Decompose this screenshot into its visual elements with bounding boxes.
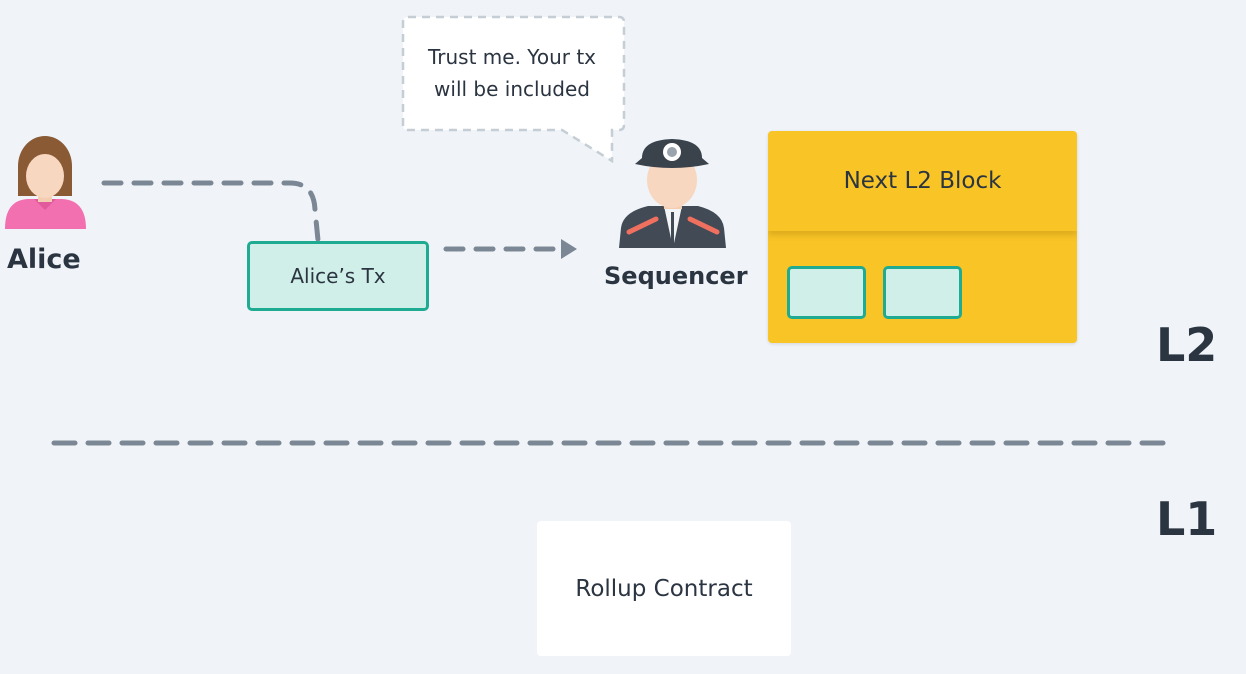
sequencer-officer-icon [619, 139, 726, 248]
block-tx-slot [883, 266, 962, 319]
sequencer-label: Sequencer [604, 262, 748, 290]
alice-label: Alice [7, 244, 81, 275]
l2-block-header: Next L2 Block [768, 131, 1077, 231]
speech-line-2: will be included [434, 77, 590, 101]
speech-bubble-outline [401, 15, 626, 164]
next-l2-block: Next L2 Block [768, 131, 1077, 343]
rollup-contract-label: Rollup Contract [575, 575, 753, 602]
speech-line-1: Trust me. Your tx [427, 45, 597, 69]
alice-to-tx-connector [101, 180, 321, 243]
speech-bubble: Trust me. Your tx will be included [402, 16, 622, 130]
alice-tx-label: Alice’s Tx [290, 264, 386, 288]
layer-label-l2: L2 [1156, 318, 1218, 372]
block-tx-slot [787, 266, 866, 319]
rollup-contract-box: Rollup Contract [537, 521, 791, 656]
arrow-head-icon [561, 239, 577, 259]
user-female-icon [5, 136, 86, 229]
l2-block-title: Next L2 Block [843, 168, 1002, 194]
layer-label-l1: L1 [1156, 492, 1218, 546]
alice-tx-box: Alice’s Tx [247, 241, 429, 311]
